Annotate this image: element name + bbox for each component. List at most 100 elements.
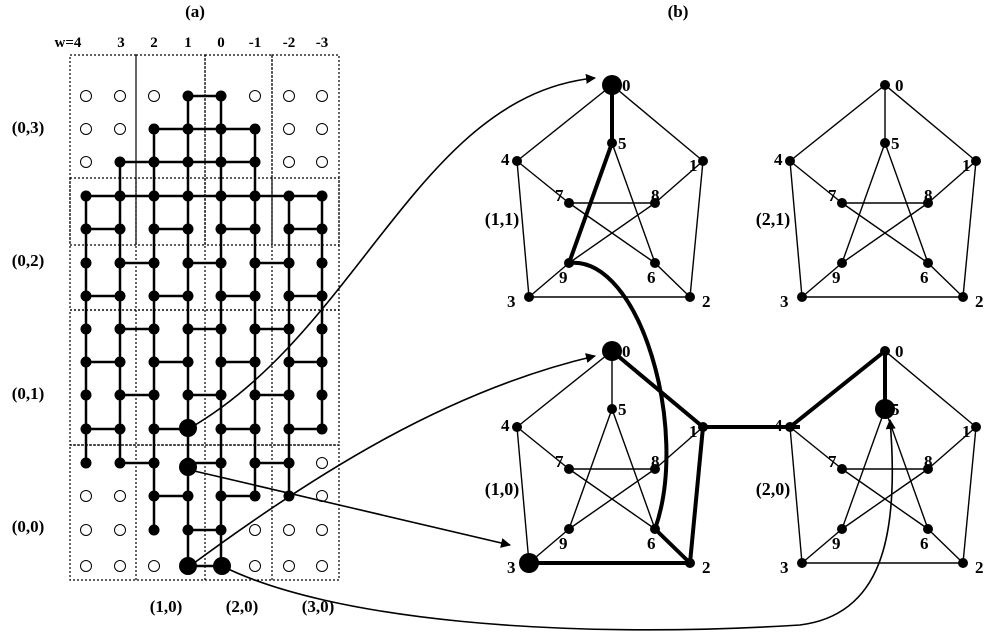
lattice-node	[80, 257, 92, 269]
graph-node-label: 8	[924, 186, 933, 205]
dotted-block	[69, 54, 137, 246]
w-axis-labels: w=4 3 2 1 0 -1 -2 -3	[55, 35, 329, 51]
dotted-block	[135, 54, 206, 246]
graph-node	[880, 80, 890, 90]
lattice-node	[148, 257, 160, 269]
graph-node	[512, 156, 522, 166]
lattice-open-node	[114, 524, 126, 536]
lattice-open-node	[249, 90, 261, 102]
lattice-open-node	[148, 90, 160, 102]
graph-node	[698, 156, 708, 166]
graph-node	[880, 138, 890, 148]
lattice-open-node	[283, 560, 295, 572]
lattice-node	[249, 223, 261, 235]
graph-node	[650, 198, 660, 208]
mapping-arrow	[221, 419, 896, 631]
w-label: 3	[117, 35, 125, 51]
graph-node	[837, 464, 847, 474]
lattice-node	[249, 257, 261, 269]
graph-edge	[516, 160, 530, 298]
graph-edge	[801, 262, 843, 298]
graph-node-label: 9	[559, 268, 568, 287]
graph-node	[602, 75, 622, 95]
lattice-node	[316, 389, 328, 401]
highlighted-node	[179, 419, 197, 437]
panel-a-label: (a)	[185, 2, 205, 21]
graph-edge	[654, 426, 704, 470]
graph-edge	[927, 160, 977, 204]
lattice-node	[215, 190, 227, 202]
graph-node	[512, 422, 522, 432]
lattice-node	[114, 290, 126, 302]
lattice-node	[148, 123, 160, 135]
graph-node-label: 4	[501, 416, 510, 435]
graph-node	[564, 524, 574, 534]
lattice-open-node	[80, 524, 92, 536]
graph-node-label: 5	[618, 400, 627, 419]
lattice-node	[215, 389, 227, 401]
graph-edge	[654, 262, 691, 298]
graph-node	[971, 422, 981, 432]
lattice-node	[114, 323, 126, 335]
graph-node	[923, 524, 933, 534]
w-label: 2	[150, 35, 158, 51]
lattice-open-node	[249, 524, 261, 536]
lattice-node	[283, 257, 295, 269]
lattice-node	[249, 190, 261, 202]
graph-node	[607, 138, 617, 148]
row-label: (0,3)	[12, 118, 45, 137]
graph-node	[971, 156, 981, 166]
lattice-node	[215, 123, 227, 135]
lattice-node	[148, 290, 160, 302]
graph-node-label: 6	[920, 268, 929, 287]
graph-node	[650, 464, 660, 474]
graph-node-label: 6	[647, 268, 656, 287]
lattice-node	[215, 457, 227, 469]
graph-node	[923, 464, 933, 474]
lattice-open-node	[283, 156, 295, 168]
lattice-node	[283, 190, 295, 202]
graph-node	[837, 524, 847, 534]
lattice-node	[249, 290, 261, 302]
lattice-open-node	[80, 123, 92, 135]
graph-edge	[884, 84, 977, 162]
lattice-node	[114, 190, 126, 202]
graph-node-label: 5	[891, 134, 900, 153]
lattice-open-node	[80, 560, 92, 572]
w-label: 0	[217, 35, 225, 51]
lattice-node	[114, 423, 126, 435]
lattice-node	[283, 323, 295, 335]
graph-node	[685, 292, 695, 302]
dotted-block	[69, 309, 340, 446]
bottom-label: (2,0)	[226, 597, 259, 616]
dotted-block	[204, 54, 273, 246]
lattice-node	[80, 290, 92, 302]
lattice-grid	[69, 54, 340, 581]
graph-node-label: 8	[651, 186, 660, 205]
graph-edge	[789, 160, 803, 298]
lattice-node	[249, 423, 261, 435]
lattice-node	[215, 524, 227, 536]
graph-node-label: 3	[507, 558, 516, 577]
lattice-node	[114, 223, 126, 235]
graph-node-label: 8	[651, 452, 660, 471]
graph-edge	[927, 426, 977, 470]
lattice-node	[182, 223, 194, 235]
graph-node-label: 2	[702, 292, 711, 311]
graph-node	[797, 292, 807, 302]
mapping-arrow	[189, 469, 511, 548]
graph-node	[837, 258, 847, 268]
bold-edge	[688, 426, 705, 564]
lattice-node	[215, 356, 227, 368]
graph-edge	[516, 160, 570, 204]
graph-node-label: 9	[559, 534, 568, 553]
mapping-arrow	[189, 73, 596, 429]
graph-node-label: 3	[507, 292, 516, 311]
lattice-node	[80, 223, 92, 235]
lattice-node	[283, 223, 295, 235]
lattice-node	[148, 156, 160, 168]
graph-edge	[962, 160, 977, 298]
